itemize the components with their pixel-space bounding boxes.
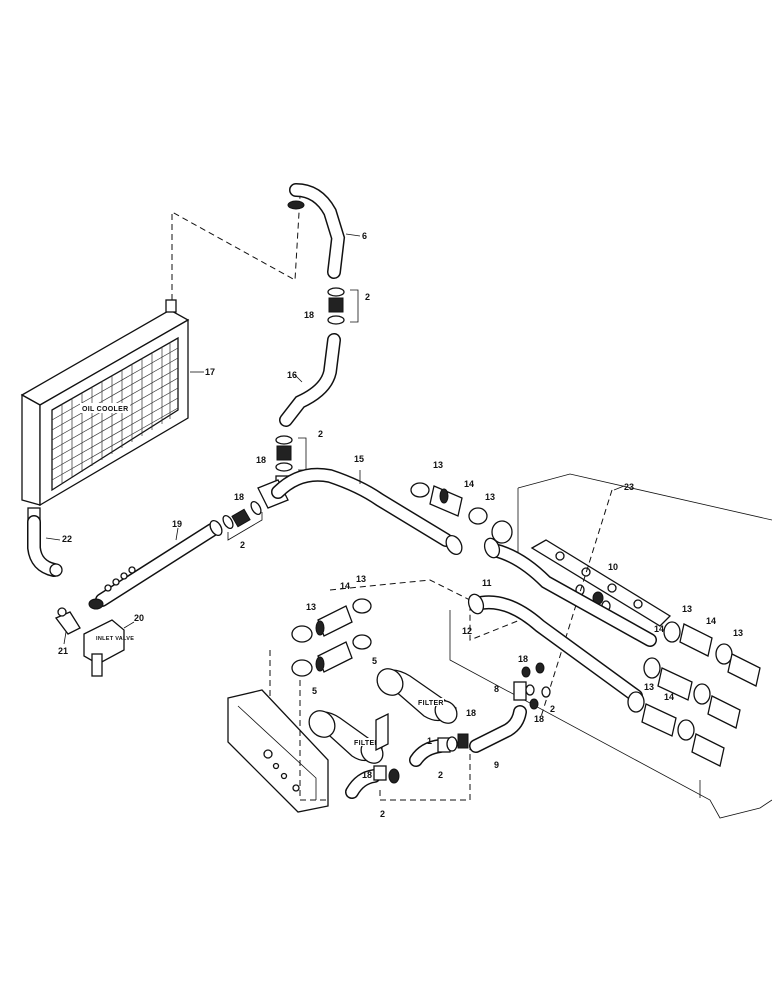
callout-16: 16 (287, 370, 297, 380)
callout-12: 12 (462, 626, 472, 636)
inlet-valve-label: INLET VALVE (96, 636, 134, 642)
callout-8: 8 (494, 684, 499, 694)
callout-5-a: 5 (312, 686, 317, 696)
callout-5-b: 5 (372, 656, 377, 666)
coupling-group-top (410, 482, 513, 544)
hose-11 (483, 537, 657, 647)
filter-bracket (375, 712, 389, 752)
oil-cooler-label: OIL COOLER (82, 406, 128, 413)
elbow-1-upper (409, 737, 451, 767)
hose-19 (95, 519, 223, 607)
callout-13-d: 13 (356, 574, 366, 584)
callout-2-e: 2 (380, 809, 385, 819)
callout-6: 6 (362, 231, 367, 241)
elbow-1-lower (345, 765, 400, 799)
callout-22: 22 (62, 534, 72, 544)
hose-9 (469, 705, 527, 753)
elbow-21 (54, 607, 81, 635)
callout-2-d: 2 (438, 770, 443, 780)
callout-13-e: 13 (682, 604, 692, 614)
callout-21: 21 (58, 646, 68, 656)
callout-2-c: 2 (240, 540, 245, 550)
coupling-group-left-upper (291, 598, 372, 643)
callout-14-b: 14 (340, 581, 350, 591)
oil-cooler: OIL COOLER (20, 299, 190, 521)
callout-18-d: 18 (466, 708, 476, 718)
callout-13-f: 13 (733, 628, 743, 638)
filter-element-lower: FILTER (308, 710, 384, 764)
callout-2-f: 2 (550, 704, 555, 714)
callout-1: 1 (427, 736, 432, 746)
coupling-group-right-2 (643, 657, 741, 729)
engine-block-outline (449, 473, 772, 819)
callout-14-e: 14 (654, 624, 664, 634)
callout-18-b: 18 (256, 455, 266, 465)
callout-14-c: 14 (706, 616, 716, 626)
callout-14-d: 14 (664, 692, 674, 702)
filter-housing (227, 689, 329, 813)
callout-17: 17 (205, 367, 215, 377)
callout-10: 10 (608, 562, 618, 572)
hose-16 (279, 333, 341, 427)
routing-line-cooler-to-hose-6 (171, 195, 301, 300)
callout-18-g: 18 (534, 714, 544, 724)
hose-6 (287, 183, 346, 279)
callout-19: 19 (172, 519, 182, 529)
filter-label-lower: FILTER (354, 740, 380, 747)
callout-leaders (45, 233, 625, 645)
hose-22 (27, 515, 63, 577)
callout-13-c: 13 (306, 602, 316, 612)
hose-15 (271, 467, 463, 555)
manifold (530, 539, 672, 627)
routing-line-middle (299, 680, 330, 801)
callout-9: 9 (494, 760, 499, 770)
fitting-set-19 (222, 500, 263, 541)
coupling-group-left-lower (291, 634, 372, 677)
callout-numbers: 1 2 2 2 2 2 2 5 5 6 8 9 10 11 12 13 13 1… (58, 231, 743, 819)
callout-13-b: 13 (485, 492, 495, 502)
callout-14-a: 14 (464, 479, 474, 489)
callout-2-b: 2 (318, 429, 323, 439)
nut-set (88, 566, 136, 610)
callout-2-a: 2 (365, 292, 370, 302)
callout-13-g: 13 (644, 682, 654, 692)
fitting-set-9 (446, 733, 469, 752)
callout-11: 11 (482, 578, 492, 588)
callout-23: 23 (624, 482, 634, 492)
filter-label-upper: FILTER (418, 700, 444, 707)
callout-18-f: 18 (518, 654, 528, 664)
callout-18-c: 18 (234, 492, 244, 502)
oil-cooler-core-grid (51, 342, 179, 484)
callout-20: 20 (134, 613, 144, 623)
hose-12 (467, 593, 643, 703)
coupling-group-right-3 (627, 691, 725, 767)
routing-line-lower (379, 740, 471, 801)
inlet-valve-20: INLET VALVE (83, 619, 134, 677)
filter-element-upper: FILTER (376, 668, 458, 724)
coupling-group-right-1 (663, 621, 761, 687)
callout-13-a: 13 (433, 460, 443, 470)
callout-18-e: 18 (362, 770, 372, 780)
callout-15: 15 (354, 454, 364, 464)
clamp-set-upper (327, 287, 359, 325)
fitting-cluster-8 (513, 662, 551, 710)
callout-18-a: 18 (304, 310, 314, 320)
